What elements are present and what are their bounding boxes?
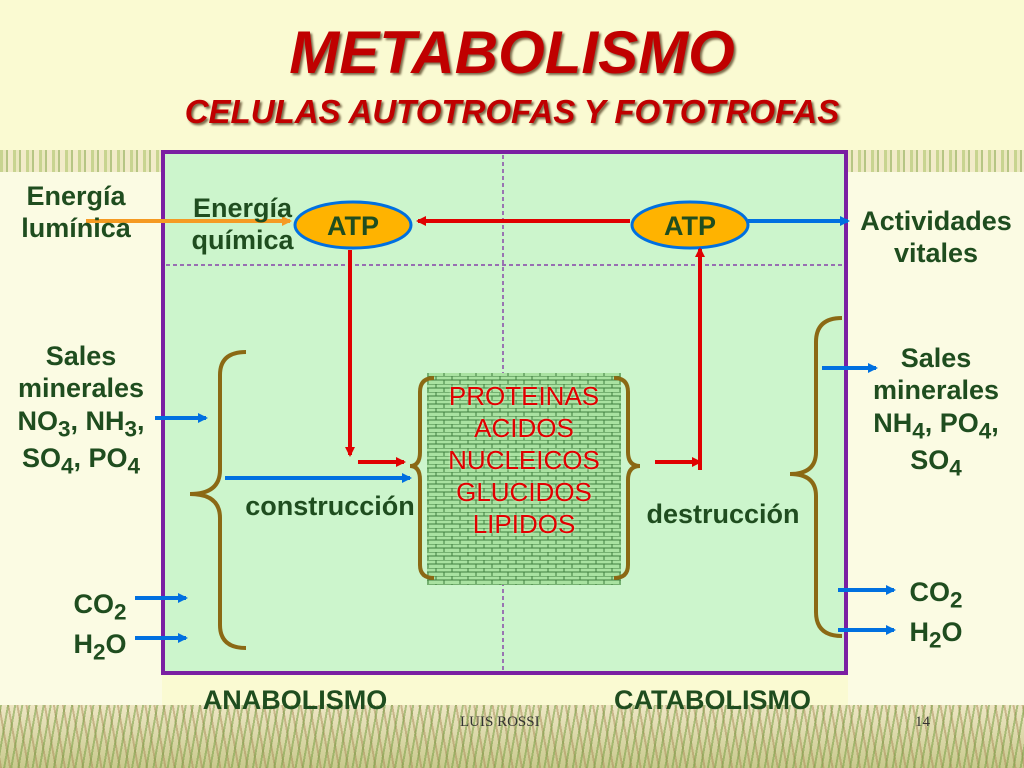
atp-right-label: ATP [664,211,716,241]
anabolism-brace [189,350,247,650]
right-co2-label: CO2 [909,577,963,613]
molecule-nucleic: NUCLEICOS [448,444,600,475]
catabolism-brace [789,316,843,638]
left-co2-label: CO2 [73,589,127,625]
molecule-acids: ACIDOS [474,412,574,443]
right-salts-label: Sales minerales NH4, PO4, SO4 [872,343,1000,481]
atp-left-label: ATP [327,211,379,241]
molecule-lipids: LIPIDOS [472,508,576,539]
destruction-label: destrucción [646,499,800,529]
atp-left-oval [293,200,413,250]
molecule-glucids: GLUCIDOS [456,476,592,507]
light-energy-label: Energía lumínica [21,181,131,244]
chemical-energy-label: Energía química [191,193,294,256]
catabolism-label: CATABOLISMO [614,685,811,715]
construction-label: construcción [245,491,415,521]
molecules-block [427,373,621,585]
slide-title: METABOLISMO [289,19,735,86]
molecules-right-brace [613,376,641,580]
left-salts-label: Sales minerales NO3, NH3, SO4, PO4 [17,341,145,479]
atp-right-oval [630,200,750,250]
macromolecules-list: PROTEINAS ACIDOS NUCLEICOS GLUCIDOS LIPI… [427,381,621,541]
right-h2o-label: H2O [909,617,963,653]
footer-author: LUIS ROSSI [460,714,540,730]
left-background [0,172,162,705]
right-background [848,172,1024,705]
anabolism-label: ANABOLISMO [202,685,388,715]
footer-page-number: 14 [915,714,930,730]
molecule-proteins: PROTEINAS [448,381,600,411]
slide-subtitle: CELULAS AUTOTROFAS Y FOTOTROFAS [184,93,840,130]
left-h2o-label: H2O [73,629,127,665]
vital-activities-label: Actividades vitales [860,206,1012,269]
molecules-left-brace [409,376,435,580]
grass-border-bottom [0,705,1024,768]
